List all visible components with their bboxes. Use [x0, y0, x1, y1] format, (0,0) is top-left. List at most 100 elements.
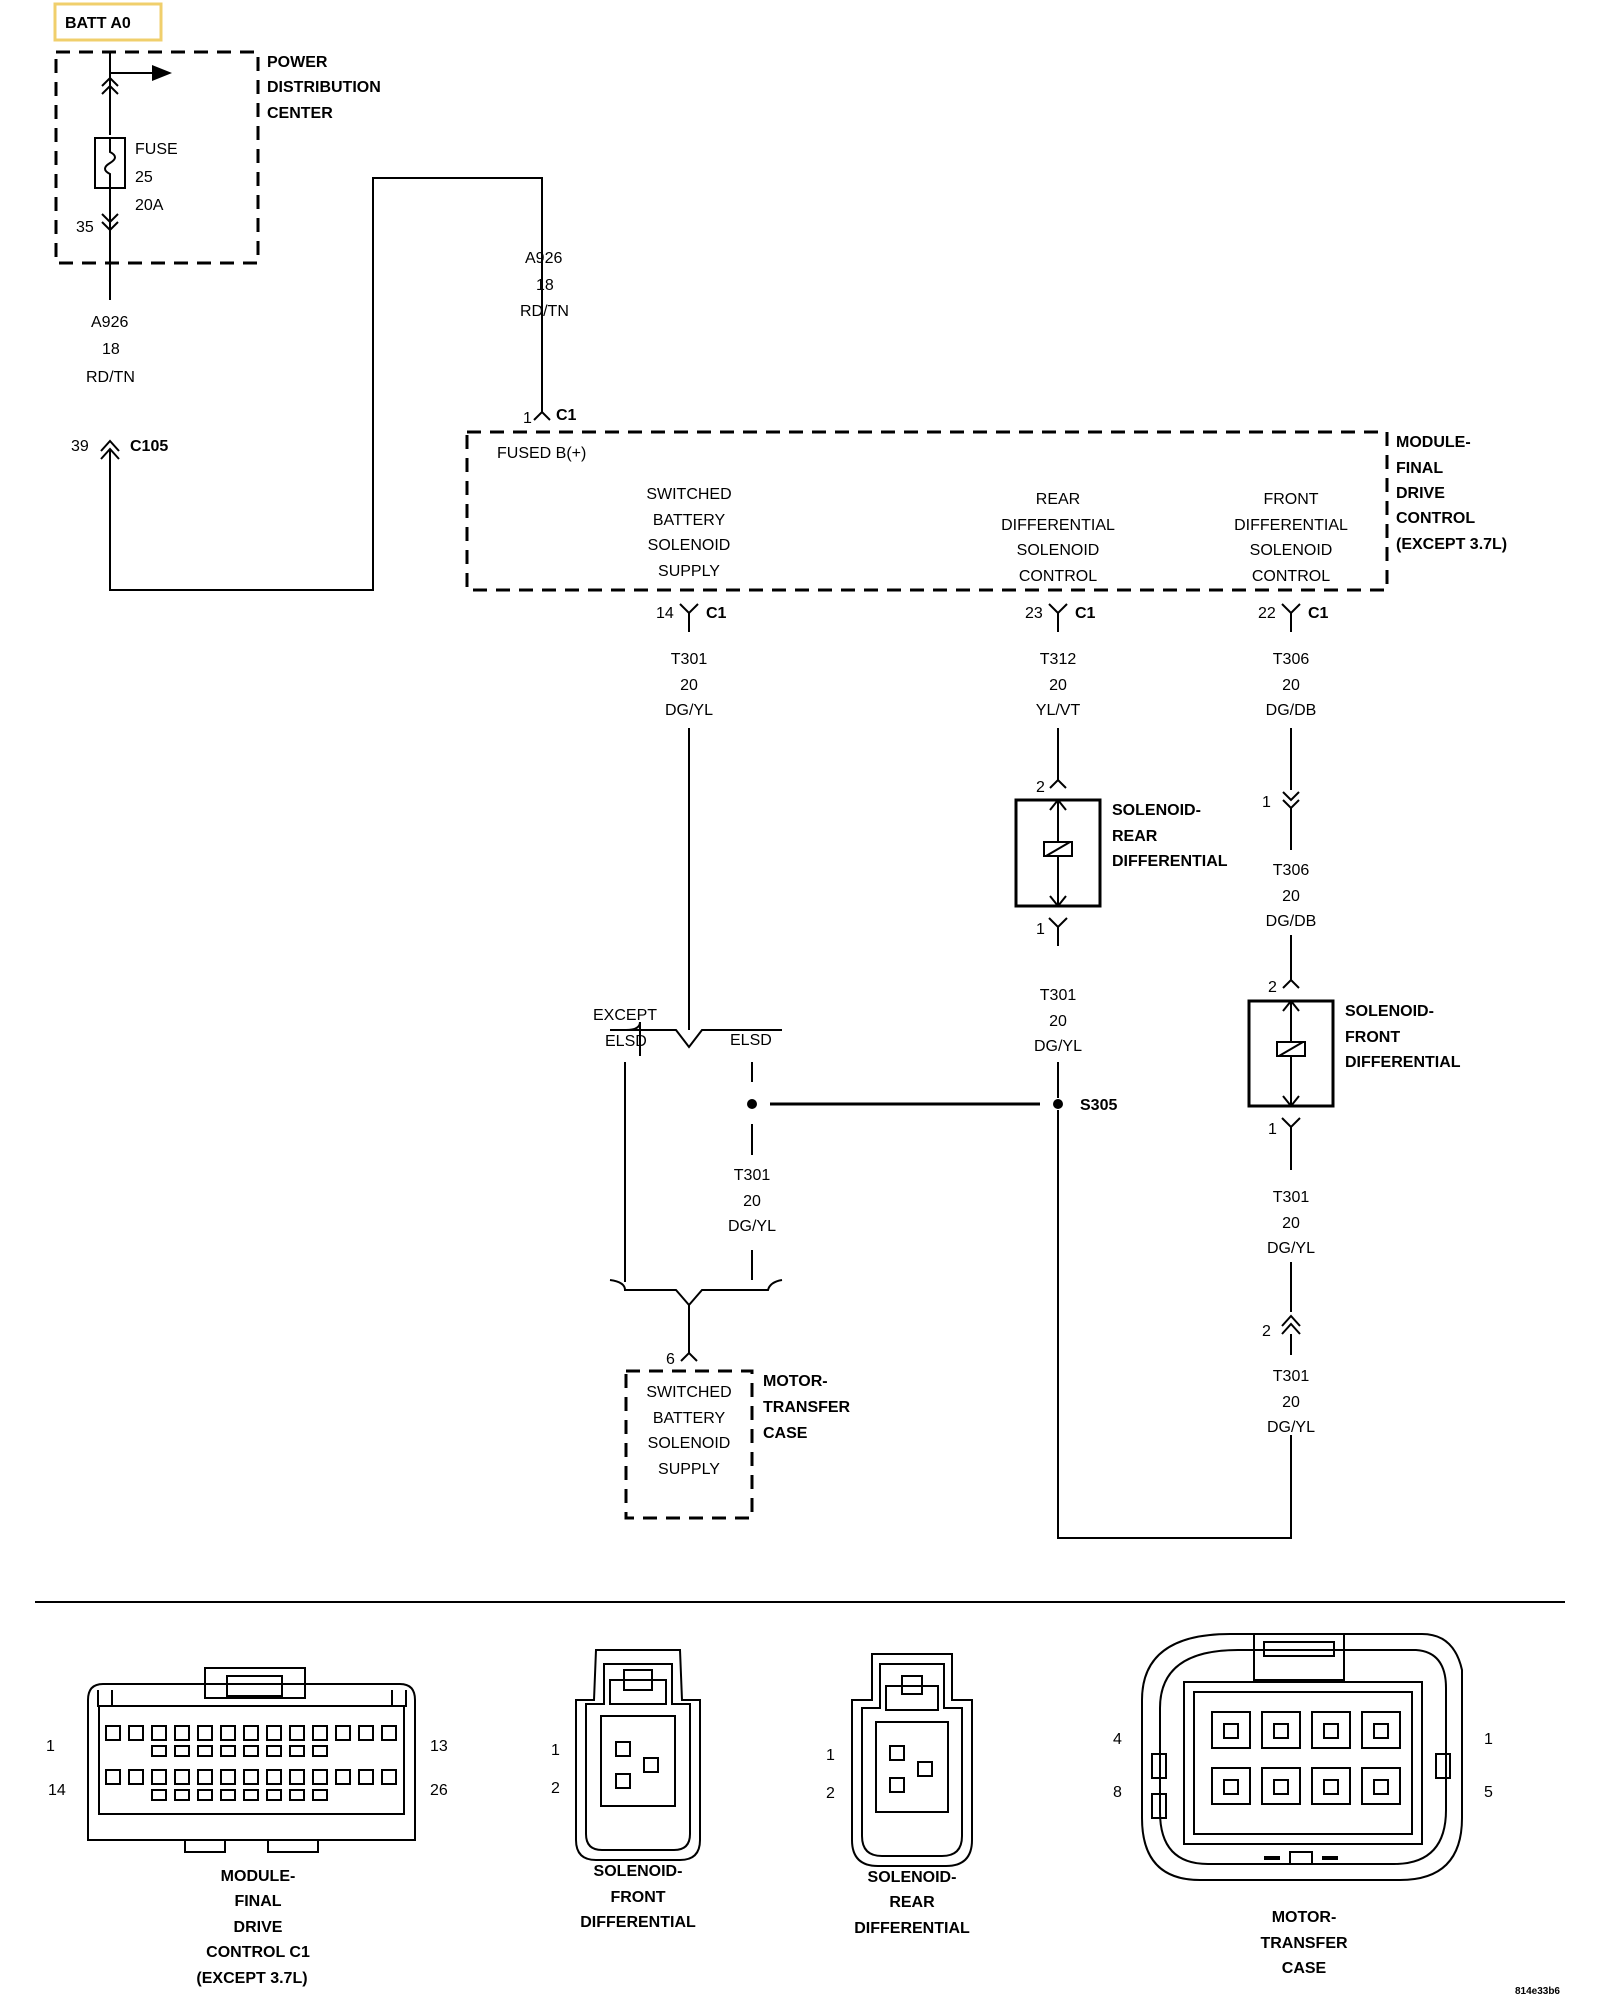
- conn-front-label-1: SOLENOID-: [594, 1863, 683, 1880]
- pin-cavity: [1361, 1711, 1401, 1749]
- motor-title-2: TRANSFER: [763, 1399, 851, 1416]
- module-title-4: CONTROL: [1396, 510, 1475, 527]
- pdc-pin: 35: [76, 219, 94, 236]
- pdc-outline: [54, 50, 260, 265]
- rear-ctrl-3: SOLENOID: [1017, 542, 1100, 559]
- sol-rear-title-3: DIFFERENTIAL: [1112, 853, 1228, 870]
- pin-cavity: [220, 1725, 236, 1741]
- pin-cavity: [266, 1725, 282, 1741]
- pin-terminal: [1223, 1723, 1239, 1739]
- pin-cavity: [220, 1769, 236, 1785]
- module-title-5: (EXCEPT 3.7L): [1396, 536, 1507, 553]
- elsd-left-label: ELSD: [605, 1033, 647, 1050]
- fused-b-label: FUSED B(+): [497, 445, 586, 462]
- sol-rear-pin2-connector-icon: [1049, 778, 1067, 789]
- conn-rear-pin-2: 2: [826, 1785, 835, 1802]
- pin-cavity: [197, 1789, 213, 1801]
- c1-pin1-connector-icon: [533, 410, 551, 421]
- sol-rear-title-2: REAR: [1112, 828, 1158, 845]
- wire-t301-a-color: DG/YL: [665, 702, 713, 719]
- pdc-pin-connector-icon: [101, 213, 119, 232]
- wire-splice-to-front: [1057, 1110, 1292, 1539]
- conn-fdc-label-2: FINAL: [234, 1893, 281, 1910]
- conn-mtc-pin-8: 8: [1113, 1784, 1122, 1801]
- pin-cavity: [1361, 1767, 1401, 1805]
- pin-terminal: [1323, 1779, 1339, 1795]
- pin-cavity: [151, 1769, 167, 1785]
- except-label: EXCEPT: [593, 1007, 657, 1024]
- pin-cavity: [1311, 1767, 1351, 1805]
- wire-t306-b-id: T306: [1273, 862, 1310, 879]
- wire-a926-top-color: RD/TN: [520, 303, 569, 320]
- module-title-3: DRIVE: [1396, 485, 1445, 502]
- fuse-number: 25: [135, 169, 153, 186]
- conn-fdc-pin-1: 1: [46, 1738, 55, 1755]
- wire-a926-top-id: A926: [525, 250, 562, 267]
- module-title-1: MODULE-: [1396, 434, 1471, 451]
- branch-split-top: [610, 1021, 782, 1056]
- sw-supply-2: BATTERY: [653, 512, 726, 529]
- conn-rear-pin-1: 1: [826, 1747, 835, 1764]
- front-ctrl-4: CONTROL: [1252, 568, 1330, 585]
- pin-cavity: [358, 1769, 374, 1785]
- pin-cavity: [381, 1769, 397, 1785]
- wire-t301-a-id: T301: [671, 651, 708, 668]
- wire-a926-run: [109, 177, 543, 591]
- motor-title-3: CASE: [763, 1425, 808, 1442]
- conn-mtc-label-1: MOTOR-: [1272, 1909, 1337, 1926]
- pin-cavity: [358, 1725, 374, 1741]
- wire-t301-c-color: DG/YL: [1034, 1038, 1082, 1055]
- pin-cavity: [128, 1725, 144, 1741]
- pin-cavity: [243, 1769, 259, 1785]
- sol-front-pin2-connector-icon: [1282, 978, 1300, 989]
- motor-sw-1: SWITCHED: [646, 1384, 731, 1401]
- wire-t312-gauge: 20: [1049, 677, 1067, 694]
- conn-front-pin-2: 2: [551, 1780, 560, 1797]
- conn-fdc-pin-26: 26: [430, 1782, 448, 1799]
- rear-ctrl-2: DIFFERENTIAL: [1001, 517, 1115, 534]
- wire-a926-left-color: RD/TN: [86, 369, 135, 386]
- wire-t301-e-id: T301: [1273, 1368, 1310, 1385]
- s305-label: S305: [1080, 1097, 1117, 1114]
- c1-pin14-connector-icon: [679, 603, 699, 632]
- motor-pin6-connector-icon: [680, 1351, 698, 1362]
- batt-label: BATT A0: [65, 15, 131, 32]
- pin-cavity: [1211, 1767, 1251, 1805]
- pin-cavity: [1261, 1711, 1301, 1749]
- pin-cavity: [289, 1789, 305, 1801]
- conn-fdc-pin-13: 13: [430, 1738, 448, 1755]
- front-ctrl-1: FRONT: [1263, 491, 1318, 508]
- arrow-out-icon: [152, 65, 172, 81]
- c1-pin22-connector-icon: [1281, 603, 1301, 632]
- pin-cavity: [243, 1789, 259, 1801]
- branch-merge-bottom: [609, 1279, 783, 1307]
- sol-front-pin2-number: 2: [1268, 979, 1277, 996]
- batt-box: [53, 2, 163, 42]
- motor-pin6-number: 6: [666, 1351, 675, 1368]
- connector-sol-rear-icon: [851, 1653, 973, 1867]
- pin-cavity: [335, 1769, 351, 1785]
- fuse-rating: 20A: [135, 197, 164, 214]
- splice-dot-left: [747, 1099, 757, 1109]
- pin-cavity: [1211, 1711, 1251, 1749]
- pin-cavity: [312, 1769, 328, 1785]
- front-ctrl-2: DIFFERENTIAL: [1234, 517, 1348, 534]
- elsd-right-label: ELSD: [730, 1032, 772, 1049]
- pdc-label-1: POWER: [267, 54, 328, 71]
- pdc-label-2: DISTRIBUTION: [267, 79, 381, 96]
- pin-terminal: [1273, 1779, 1289, 1795]
- sw-supply-4: SUPPLY: [658, 563, 720, 580]
- pin-cavity: [174, 1769, 190, 1785]
- conn-rear-label-1: SOLENOID-: [868, 1869, 957, 1886]
- front-pin2-number: 2: [1262, 1323, 1271, 1340]
- c1-pin14-label: C1: [706, 605, 727, 622]
- rear-ctrl-1: REAR: [1036, 491, 1080, 508]
- wire-t306-a-color: DG/DB: [1266, 702, 1317, 719]
- sol-front-pin1-number: 1: [1268, 1121, 1277, 1138]
- conn-rear-label-2: REAR: [889, 1894, 935, 1911]
- sw-supply-3: SOLENOID: [648, 537, 731, 554]
- conn-fdc-label-1: MODULE-: [221, 1868, 296, 1885]
- pin-cavity: [174, 1725, 190, 1741]
- pin-cavity: [266, 1789, 282, 1801]
- pin-terminal: [1373, 1723, 1389, 1739]
